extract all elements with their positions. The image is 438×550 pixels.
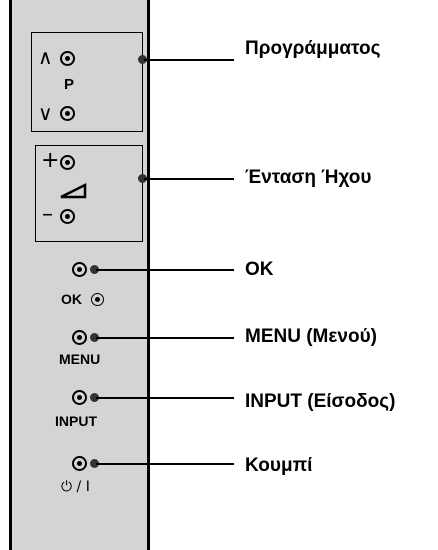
program-callout-label: Προγράμματος bbox=[245, 38, 381, 59]
volume-control-box bbox=[35, 145, 143, 242]
menu-panel-label: MENU bbox=[59, 351, 101, 367]
input-pointer-dot bbox=[90, 393, 99, 402]
volume-callout-label: Ένταση Ήχου bbox=[245, 167, 372, 188]
menu-button[interactable] bbox=[72, 330, 87, 345]
menu-callout-label: MENU (Μενού) bbox=[245, 326, 377, 347]
program-pointer-dot bbox=[138, 55, 147, 64]
channel-up-symbol: ∧ bbox=[38, 45, 53, 69]
volume-minus-symbol: – bbox=[42, 202, 53, 227]
ok-pointer-dot bbox=[90, 265, 99, 274]
volume-wedge-icon bbox=[60, 182, 87, 199]
input-leader-line bbox=[96, 397, 234, 399]
power-symbol-icon: ⏻ / I bbox=[61, 479, 90, 495]
ok-leader-line bbox=[96, 269, 234, 271]
volume-plus-symbol: + bbox=[41, 148, 60, 173]
volume-pointer-dot bbox=[138, 174, 147, 183]
power-callout-label: Κουμπί bbox=[245, 455, 313, 476]
program-letter: P bbox=[64, 76, 75, 93]
menu-leader-line bbox=[96, 337, 234, 339]
program-control-box bbox=[31, 32, 143, 132]
input-panel-label: INPUT bbox=[55, 413, 97, 429]
volume-leader-line bbox=[144, 178, 234, 180]
program-leader-line bbox=[144, 59, 234, 61]
volume-down-button[interactable] bbox=[60, 209, 75, 224]
channel-down-button[interactable] bbox=[60, 106, 75, 121]
ok-button[interactable] bbox=[72, 262, 87, 277]
ok-panel-label: OK bbox=[61, 291, 82, 307]
volume-up-button[interactable] bbox=[60, 155, 75, 170]
channel-down-symbol: ∨ bbox=[38, 101, 53, 125]
power-leader-line bbox=[96, 463, 234, 465]
input-button[interactable] bbox=[72, 390, 87, 405]
power-button[interactable] bbox=[72, 456, 87, 471]
power-pointer-dot bbox=[90, 459, 99, 468]
channel-up-button[interactable] bbox=[60, 51, 75, 66]
menu-pointer-dot bbox=[90, 333, 99, 342]
input-callout-label: INPUT (Είσοδος) bbox=[245, 391, 396, 412]
ok-callout-label: OK bbox=[245, 259, 274, 280]
ok-indicator-icon bbox=[91, 293, 104, 306]
